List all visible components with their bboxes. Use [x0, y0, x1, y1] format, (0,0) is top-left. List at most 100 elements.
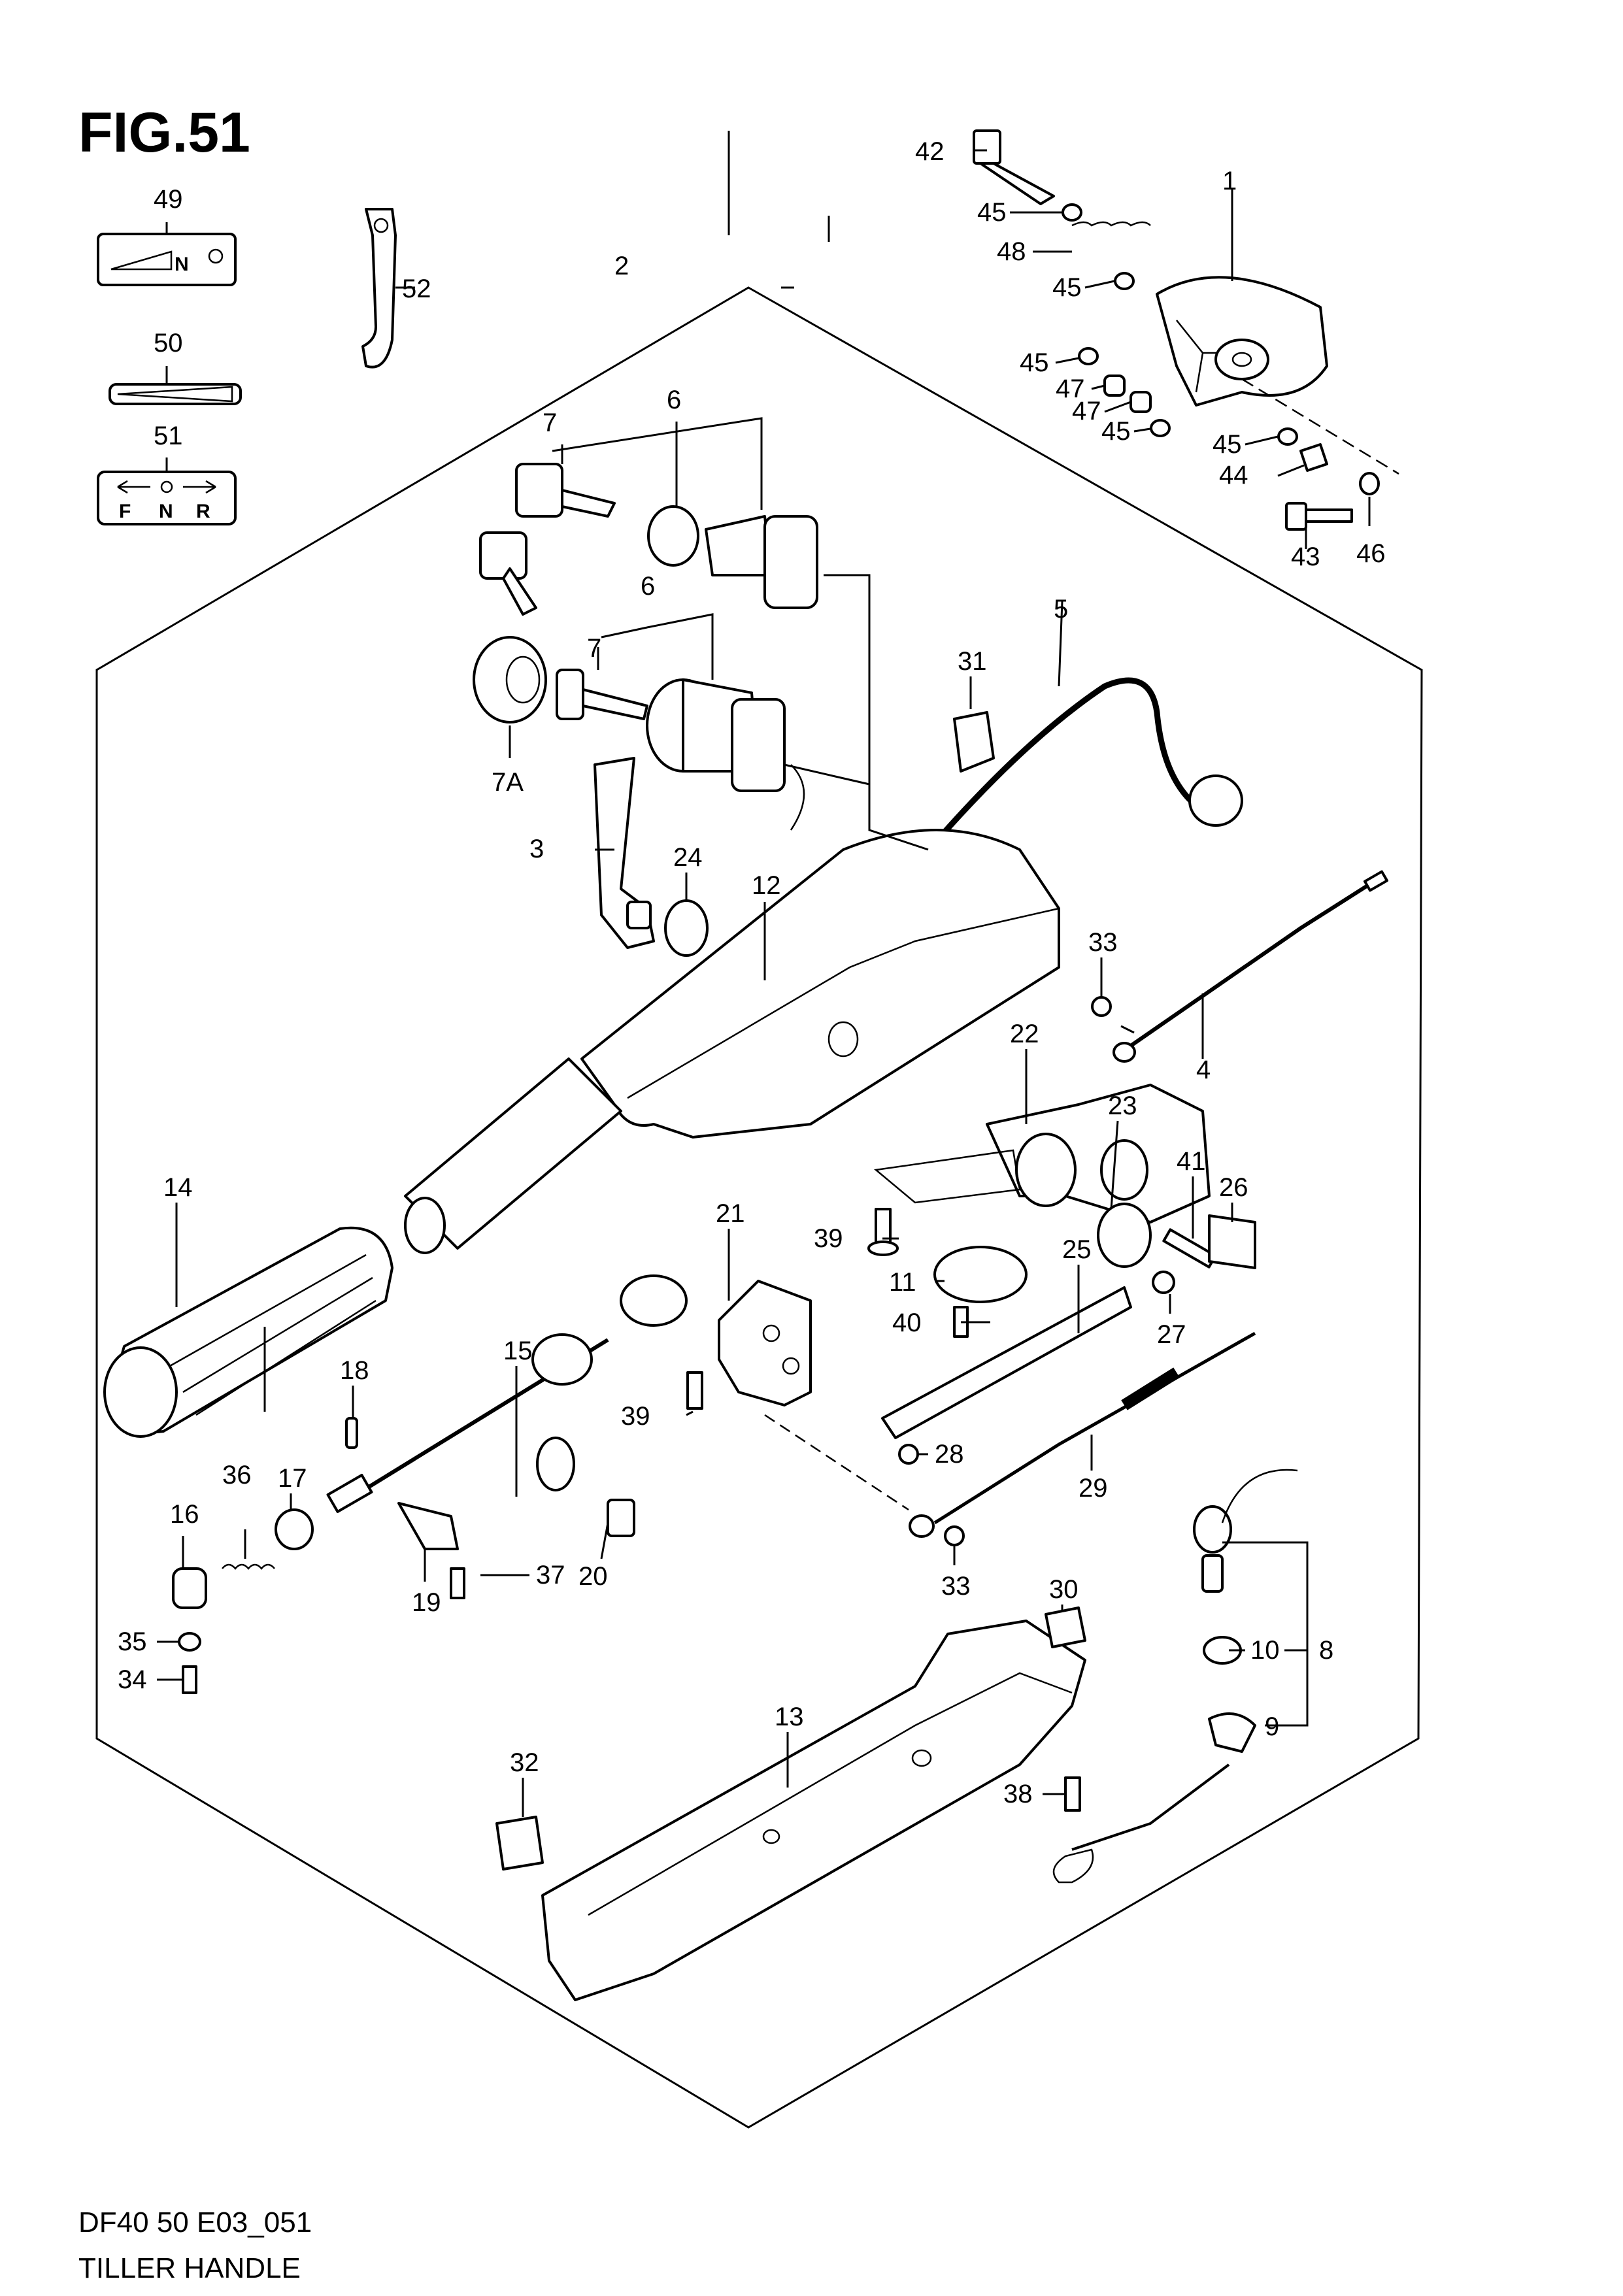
spacer-47a — [1103, 374, 1126, 397]
shift-control-22 — [874, 1084, 1211, 1223]
hook-strap — [361, 208, 397, 369]
callout-3: 3 — [529, 835, 544, 863]
callout-24: 24 — [673, 843, 703, 872]
assembly-outline — [95, 286, 1423, 2129]
callout-37: 37 — [536, 1561, 565, 1589]
clamp-20 — [536, 1437, 575, 1491]
callout-46: 46 — [1356, 539, 1386, 568]
switch-cover-7a — [473, 636, 547, 724]
callout-19: 19 — [412, 1588, 441, 1617]
callout-labels: 1 2 3 4 5 6 6 7 7 7A 8 9 10 11 12 13 14 … — [118, 137, 1386, 1808]
clip-33b — [944, 1525, 965, 1546]
rod-coupler-2 — [620, 1274, 688, 1327]
callout-1: 1 — [1222, 167, 1237, 195]
callout-27: 27 — [1157, 1320, 1186, 1349]
shift-cable-29 — [933, 1331, 1256, 1525]
wedge-decal — [109, 383, 242, 405]
washer-35 — [178, 1632, 201, 1652]
callout-4: 4 — [1196, 1056, 1211, 1084]
callout-7b: 7 — [587, 634, 601, 663]
collar-17 — [275, 1508, 314, 1550]
block-16 — [172, 1567, 207, 1609]
spring-36 — [222, 1563, 275, 1570]
plate-26 — [1208, 1214, 1256, 1269]
clip-28 — [898, 1444, 919, 1465]
cable-end-5 — [1188, 774, 1243, 827]
callout-2: 2 — [614, 252, 629, 280]
screw-39b — [686, 1371, 703, 1410]
key-switch-lower — [646, 678, 805, 831]
figure-title: FIG.51 — [78, 101, 250, 164]
callout-15: 15 — [503, 1337, 533, 1365]
knob-11 — [933, 1246, 1028, 1303]
callout-52: 52 — [402, 275, 431, 303]
shift-label-r: R — [196, 501, 210, 522]
washer-46 — [1359, 472, 1380, 495]
callout-40: 40 — [892, 1308, 922, 1337]
centerline-1 — [1241, 378, 1399, 475]
callout-7a: 7 — [543, 408, 557, 437]
callout-21: 21 — [716, 1199, 745, 1228]
washer-45a — [1062, 203, 1082, 222]
callout-34: 34 — [118, 1665, 147, 1694]
callout-13: 13 — [775, 1703, 804, 1731]
shift-direction-decal: F N R — [97, 471, 237, 525]
link-25 — [881, 1286, 1132, 1439]
callout-18: 18 — [340, 1356, 369, 1385]
callout-39a: 39 — [814, 1224, 843, 1253]
shift-label-n: N — [159, 501, 173, 522]
throttle-grip-14 — [103, 1226, 393, 1438]
screw-37 — [450, 1567, 465, 1599]
callout-29: 29 — [1079, 1474, 1108, 1503]
callout-45a: 45 — [977, 198, 1007, 227]
callout-32: 32 — [510, 1748, 539, 1777]
callout-31: 31 — [958, 647, 987, 676]
stop-switch-8 — [1193, 1469, 1298, 1593]
callout-45d: 45 — [1101, 417, 1131, 446]
callout-12: 12 — [752, 871, 781, 900]
neutral-label-decal: N — [97, 233, 237, 286]
callout-42: 42 — [915, 137, 945, 166]
callout-9: 9 — [1265, 1712, 1279, 1741]
nut-44 — [1299, 443, 1328, 472]
shift-label-f: F — [119, 501, 131, 522]
spring-48 — [1071, 221, 1151, 227]
ball-27 — [1152, 1271, 1175, 1294]
callout-45e: 45 — [1213, 430, 1242, 459]
callout-28: 28 — [935, 1440, 964, 1469]
clamp-19 — [397, 1502, 459, 1550]
clip-24 — [664, 899, 709, 957]
bolt-43 — [1285, 502, 1353, 531]
callout-44: 44 — [1219, 461, 1248, 490]
ignition-key-upper — [479, 463, 616, 616]
key-switch-upper — [705, 515, 818, 609]
bracket-21 — [718, 1280, 812, 1406]
callout-16: 16 — [170, 1500, 199, 1529]
lanyard-9 — [1052, 1712, 1256, 1884]
callout-43: 43 — [1291, 542, 1320, 571]
clip-33a — [1091, 996, 1112, 1017]
callout-45b: 45 — [1052, 273, 1082, 302]
callout-14: 14 — [163, 1173, 193, 1202]
callout-17: 17 — [278, 1464, 307, 1493]
washer-45c — [1078, 347, 1099, 365]
cable-5 — [932, 677, 1205, 845]
clip-30 — [1045, 1606, 1086, 1648]
callout-23: 23 — [1108, 1091, 1137, 1120]
callout-10: 10 — [1250, 1636, 1280, 1665]
callout-6a: 6 — [667, 386, 681, 414]
callout-30: 30 — [1049, 1575, 1079, 1604]
callout-50: 50 — [154, 329, 183, 358]
nut-6a — [647, 505, 699, 567]
washer-45e — [1277, 427, 1298, 446]
cable-sleeve-29 — [1121, 1367, 1180, 1410]
leader-lines — [157, 131, 1371, 1817]
throttle-cable-4 — [1129, 880, 1374, 1048]
callout-47b: 47 — [1072, 397, 1101, 425]
callout-6b: 6 — [641, 572, 655, 601]
screw-39a — [875, 1208, 892, 1246]
clip-32 — [495, 1816, 544, 1871]
rod-coupler — [531, 1333, 593, 1386]
